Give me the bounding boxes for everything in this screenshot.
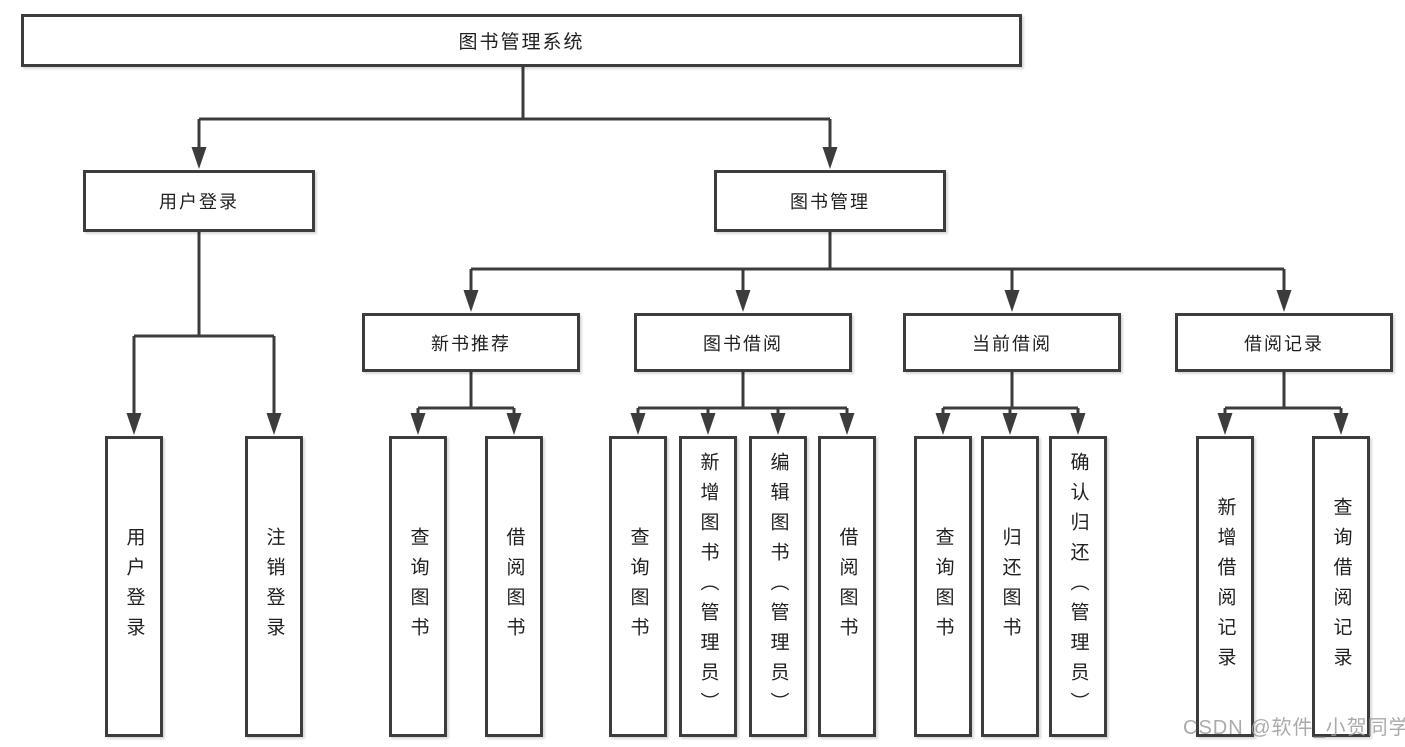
- node-leaf-logout: 注销登录: [245, 436, 303, 737]
- node-current-borrowing: 当前借阅: [903, 313, 1121, 372]
- node-label: 当前借阅: [972, 333, 1052, 354]
- node-leaf-borrow-books-2: 借阅图书: [818, 436, 876, 737]
- node-label: 图书管理系统: [458, 32, 585, 53]
- node-label: 用户登录: [123, 526, 145, 647]
- node-leaf-query-books-2: 查询图书: [609, 436, 667, 737]
- node-leaf-borrow-books-1: 借阅图书: [485, 436, 543, 737]
- node-leaf-user-login: 用户登录: [105, 436, 163, 737]
- node-label: 图书管理: [790, 192, 870, 212]
- node-label: 借阅图书: [503, 526, 525, 647]
- node-label: 编辑图书（管理员）: [767, 451, 789, 722]
- node-label: 新增借阅记录: [1214, 496, 1236, 677]
- node-label: 查询图书: [932, 526, 954, 647]
- node-book-borrowing: 图书借阅: [634, 313, 852, 372]
- node-root: 图书管理系统: [21, 14, 1022, 67]
- node-leaf-query-books-1: 查询图书: [389, 436, 447, 737]
- node-label: 用户登录: [159, 192, 239, 212]
- csdn-watermark: CSDN @软件_小贺同学: [1183, 717, 1405, 739]
- node-label: 新增图书（管理员）: [697, 451, 719, 722]
- node-leaf-add-books-admin: 新增图书（管理员）: [679, 436, 737, 737]
- node-label: 查询图书: [627, 526, 649, 647]
- node-new-book-recommend: 新书推荐: [362, 313, 580, 372]
- node-label: 注销登录: [263, 526, 285, 647]
- node-leaf-edit-books-admin: 编辑图书（管理员）: [749, 436, 807, 737]
- node-leaf-return-books: 归还图书: [981, 436, 1039, 737]
- node-label: 查询借阅记录: [1330, 496, 1352, 677]
- node-user-login: 用户登录: [83, 170, 315, 232]
- node-label: 新书推荐: [431, 333, 511, 354]
- node-label: 借阅记录: [1244, 333, 1324, 354]
- node-label: 归还图书: [999, 526, 1021, 647]
- node-leaf-confirm-return-admin: 确认归还（管理员）: [1049, 436, 1107, 737]
- node-leaf-add-borrow-record: 新增借阅记录: [1196, 436, 1254, 737]
- node-label: 确认归还（管理员）: [1067, 451, 1089, 722]
- node-leaf-query-borrow-record: 查询借阅记录: [1312, 436, 1370, 737]
- node-book-management: 图书管理: [714, 170, 946, 232]
- node-leaf-query-books-3: 查询图书: [914, 436, 972, 737]
- node-label: 查询图书: [407, 526, 429, 647]
- node-label: 借阅图书: [836, 526, 858, 647]
- arrowheads: [126, 147, 1349, 435]
- node-borrow-records: 借阅记录: [1175, 313, 1393, 372]
- node-label: 图书借阅: [703, 333, 783, 354]
